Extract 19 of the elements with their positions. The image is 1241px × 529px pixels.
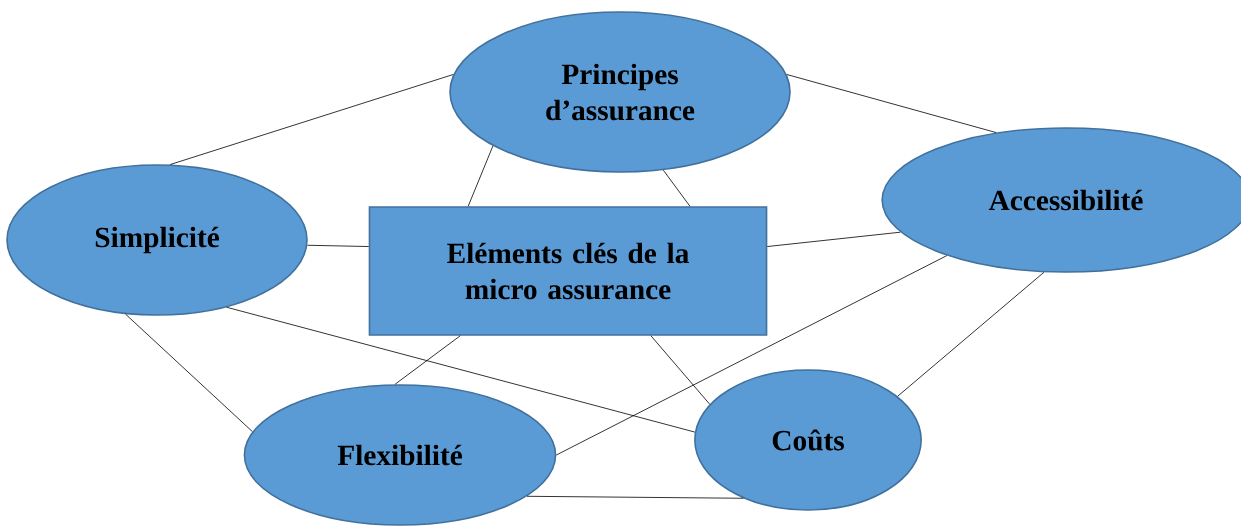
connector-line [555,255,948,456]
ellipse-node: Accessibilité [881,127,1241,273]
ellipse-node: Simplicité [6,164,308,316]
ellipse-node: Coûts [694,369,922,511]
central-box: Eléments clés de la micro assurance [368,206,768,336]
connector-line [394,335,461,385]
connector-line [766,231,901,247]
connector-line [897,271,1045,397]
connector-line [650,335,711,405]
connector-line [125,313,253,433]
connector-line [526,495,744,499]
connector-line [467,145,494,207]
connector-line [786,74,997,133]
connector-line [662,169,691,207]
connector-line [226,306,696,433]
connector-line [169,74,454,165]
ellipse-node: Principes d’assurance [449,11,791,173]
ellipse-node: Flexibilité [243,384,557,526]
connector-line [307,244,370,247]
